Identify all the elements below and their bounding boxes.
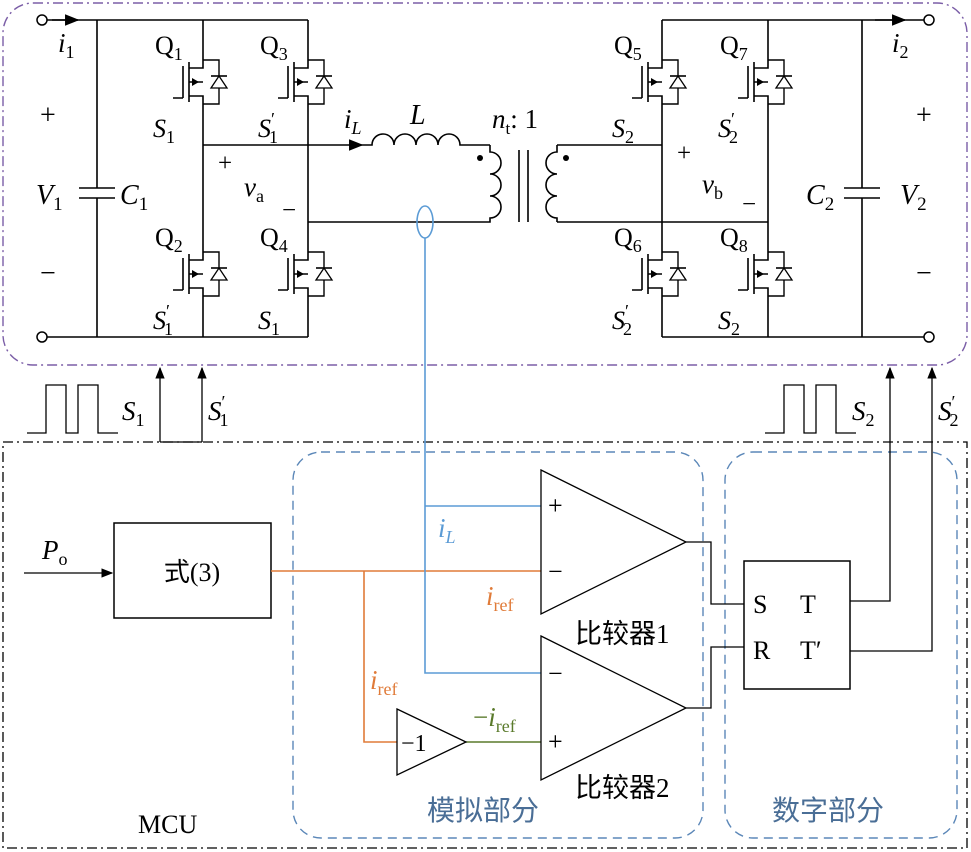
label-V2: V2 <box>900 180 927 215</box>
pulse-s1 <box>27 384 118 434</box>
label-v1-plus: + <box>40 100 56 131</box>
label-va-minus: − <box>282 197 296 224</box>
label-L: L <box>409 100 426 131</box>
flip-flop-block <box>743 560 851 690</box>
ff-T: T <box>800 590 816 619</box>
label-neg-iref: −iref <box>473 702 516 736</box>
switch-q3: Q3S′1 <box>258 31 334 147</box>
inductor-coil <box>362 133 490 146</box>
terminal-v1-bottom <box>36 331 48 343</box>
label-va: va <box>244 172 264 206</box>
gate-label-q3: S′1 <box>258 109 278 147</box>
label-S1: S1 <box>122 396 145 430</box>
label-vb: vb <box>702 169 723 203</box>
label-i2: i2 <box>892 28 909 62</box>
gate-label-q8: S2 <box>718 306 740 339</box>
equation-block-label: 式(3) <box>164 558 220 587</box>
comp1-plus: + <box>548 491 563 520</box>
switch-label-q4: Q4 <box>260 223 288 256</box>
terminal-v2-top <box>923 14 935 26</box>
ff-R: R <box>753 636 771 665</box>
label-iL-control: iL <box>438 513 456 547</box>
comp1-output <box>686 541 744 605</box>
gate-label-q4: S1 <box>258 306 280 339</box>
xfmr-secondary <box>545 145 558 222</box>
switch-q7: Q7S′2 <box>718 31 794 147</box>
label-S2p: S′2 <box>938 392 958 430</box>
label-C1: C1 <box>120 180 148 215</box>
comp1-minus: − <box>548 557 563 586</box>
xfmr-primary <box>485 145 502 223</box>
dot-primary <box>477 155 483 161</box>
label-v1-minus: − <box>40 258 56 289</box>
mcu-label: MCU <box>138 810 197 839</box>
gate-label-q2: S′1 <box>153 301 173 339</box>
digital-region-label: 数字部分 <box>772 795 884 827</box>
label-iref-branch: iref <box>370 665 398 699</box>
inverter-triangle <box>396 707 468 777</box>
label-i1: i1 <box>58 28 75 62</box>
digital-region-border <box>724 451 958 839</box>
label-vb-plus: + <box>677 140 691 167</box>
label-iref-comp1: iref <box>486 581 514 615</box>
label-S2: S2 <box>852 396 875 430</box>
label-C2: C2 <box>806 180 834 215</box>
switch-q2: Q2S′1 <box>153 223 229 339</box>
analog-region-label: 模拟部分 <box>427 795 539 827</box>
gate-label-q7: S′2 <box>718 109 738 147</box>
pulse-s2 <box>765 384 856 434</box>
gate-line-s2 <box>850 366 895 602</box>
comparator1-triangle <box>540 468 688 616</box>
label-va-plus: + <box>218 150 232 177</box>
comparator1-label: 比较器1 <box>575 619 670 649</box>
gate-label-q6: S′2 <box>612 301 632 339</box>
iref-branch <box>363 571 397 743</box>
label-Po: Po <box>41 535 68 569</box>
label-ratio: nt: 1 <box>492 104 538 138</box>
mcu-border <box>2 441 968 849</box>
gate-label-q5: S2 <box>612 114 634 147</box>
xfmr-core <box>518 150 529 222</box>
switch-label-q5: Q5 <box>614 31 642 64</box>
c2-plates <box>844 187 880 199</box>
comp2-minus: − <box>548 659 563 688</box>
analog-region-border <box>292 451 704 839</box>
switch-label-q1: Q1 <box>155 31 183 64</box>
label-S1p: S′1 <box>208 392 228 430</box>
switch-q6: Q6S′2 <box>612 223 688 339</box>
inverter-label: −1 <box>401 731 427 757</box>
label-iL-power: iL <box>344 104 362 138</box>
comparator2-label: 比较器2 <box>575 773 670 803</box>
ff-S: S <box>753 590 767 619</box>
gate-label-q1: S1 <box>153 114 175 147</box>
terminal-v2-bottom <box>923 331 935 343</box>
switch-label-q7: Q7 <box>720 31 748 64</box>
switch-label-q8: Q8 <box>720 223 748 256</box>
comp2-plus: + <box>548 727 563 756</box>
dot-secondary <box>563 155 569 161</box>
label-vb-minus: − <box>742 191 756 218</box>
comp2-output <box>686 646 744 709</box>
label-V1: V1 <box>36 180 63 215</box>
gate-line-s2p <box>850 366 937 652</box>
comparator2-triangle <box>540 634 688 782</box>
power-stage-border <box>2 2 968 366</box>
c1-plates <box>79 187 115 199</box>
switch-label-q3: Q3 <box>260 31 288 64</box>
equation-block <box>113 522 272 619</box>
ff-Tp: T′ <box>800 636 822 665</box>
label-v2-minus: − <box>916 258 932 289</box>
il-sensor-line <box>424 238 541 674</box>
terminal-v1-top <box>36 14 48 26</box>
switch-label-q6: Q6 <box>614 223 642 256</box>
label-v2-plus: + <box>916 100 932 131</box>
switch-label-q2: Q2 <box>155 223 183 256</box>
